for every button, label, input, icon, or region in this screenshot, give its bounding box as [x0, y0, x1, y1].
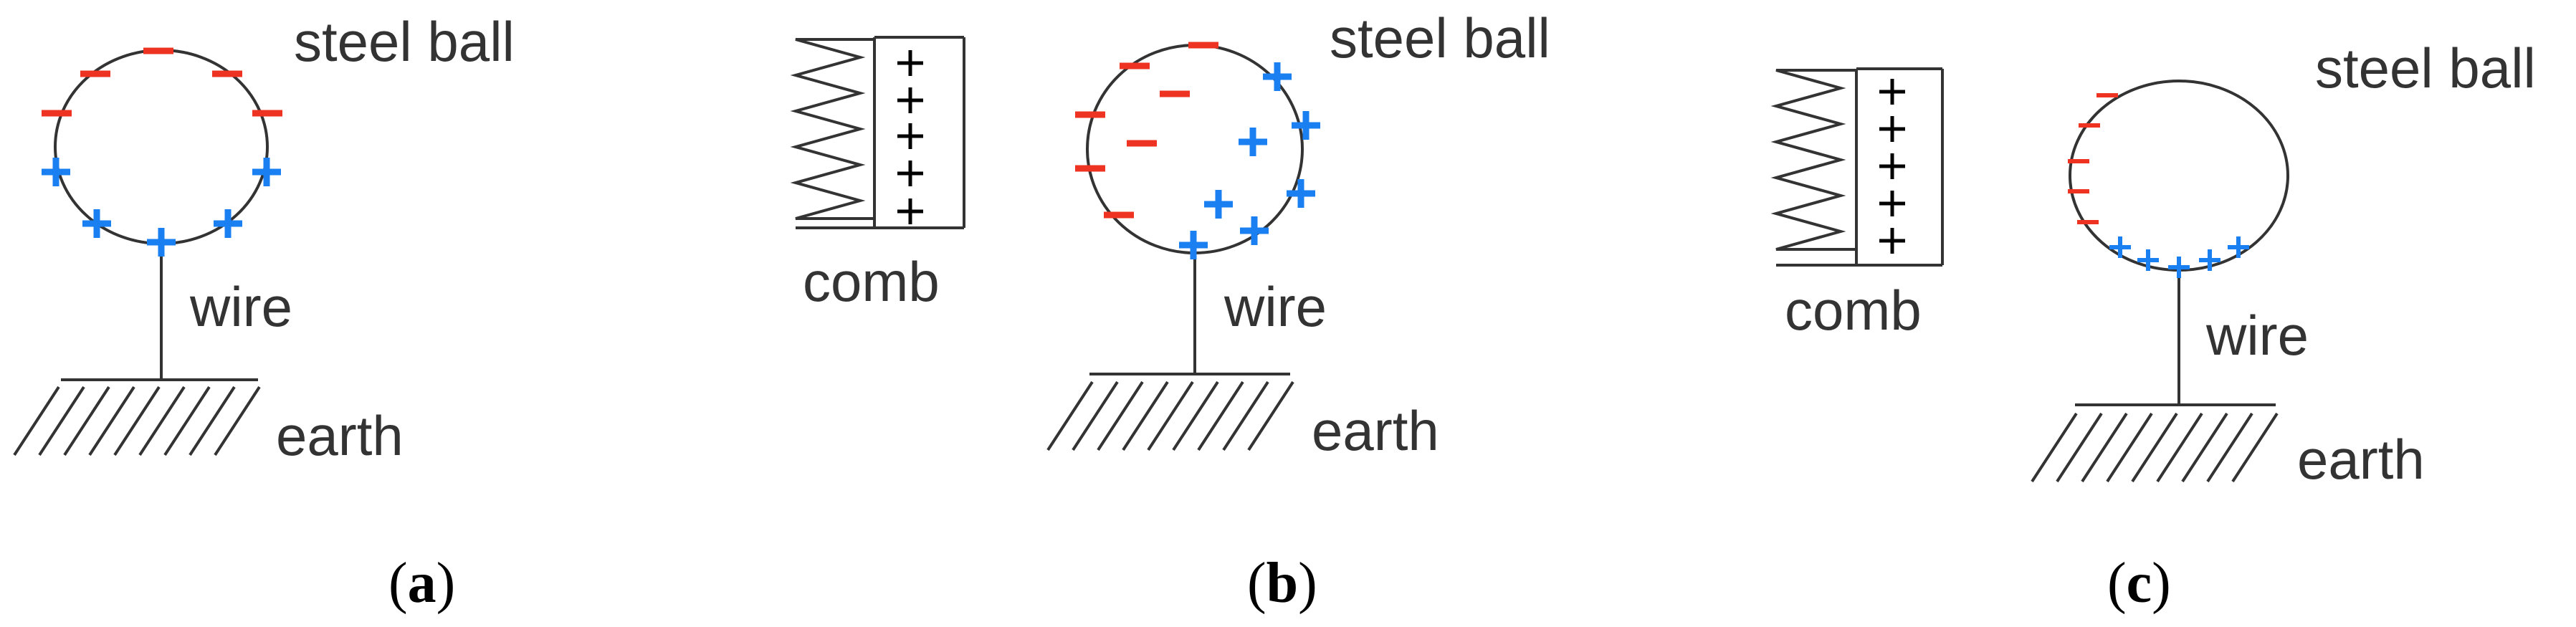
- wire-label: wire: [189, 275, 292, 338]
- steel-ball: [2069, 80, 2289, 272]
- wire-label: wire: [1223, 275, 1327, 338]
- negative-charges: [1075, 42, 1218, 219]
- caption-b: (b): [1247, 552, 1317, 615]
- steel-ball: [54, 49, 269, 245]
- earth-hatching: [1046, 380, 1294, 451]
- panel-a: steel ball wire earth (a): [13, 10, 515, 615]
- comb: [1770, 67, 1944, 267]
- earth-label: earth: [2297, 428, 2425, 491]
- caption-a: (a): [388, 552, 455, 615]
- steel-ball-label: steel ball: [2315, 37, 2536, 100]
- negative-charges: [2068, 93, 2118, 224]
- comb: [790, 36, 965, 229]
- comb-positive-charges: [1879, 79, 1905, 254]
- steel-ball-label: steel ball: [294, 10, 515, 73]
- positive-charges: [42, 158, 281, 257]
- wire-label: wire: [2205, 304, 2309, 367]
- steel-ball-label: steel ball: [1330, 6, 1550, 70]
- earth-label: earth: [276, 404, 404, 467]
- positive-charges: [2109, 236, 2249, 278]
- comb-label: comb: [1785, 279, 1922, 342]
- earth-label: earth: [1312, 399, 1439, 462]
- comb-positive-charges: [897, 50, 923, 224]
- panel-b: steel ball comb wire earth (b): [790, 6, 1550, 615]
- positive-charges: [1179, 62, 1320, 259]
- earth-hatching: [13, 386, 261, 456]
- earth-hatching: [2031, 412, 2279, 483]
- negative-charges: [42, 47, 282, 117]
- caption-c: (c): [2107, 552, 2171, 615]
- comb-label: comb: [803, 250, 940, 313]
- panel-c: steel ball comb wire earth (c): [1770, 37, 2536, 615]
